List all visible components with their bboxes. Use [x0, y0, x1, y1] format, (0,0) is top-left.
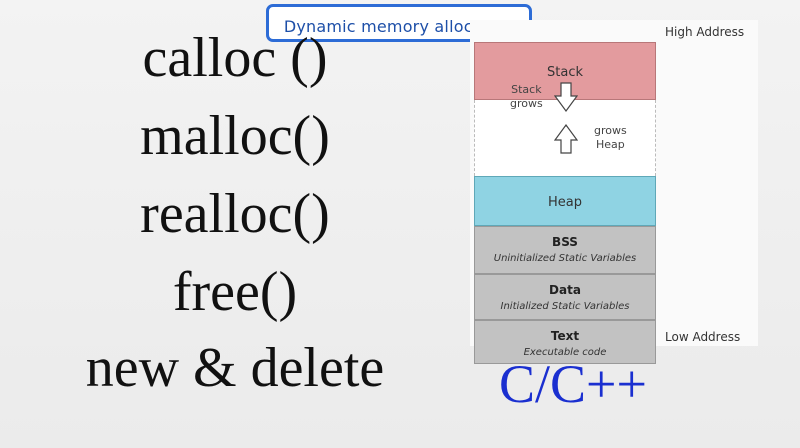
high-address-label: High Address [665, 25, 745, 39]
function-calloc: calloc () [142, 27, 328, 89]
memory-layout-diagram: Stack Stack grows grows Heap Heap BSS Un… [470, 20, 758, 364]
function-free: free() [172, 261, 298, 323]
function-new-delete: new & delete [85, 337, 385, 399]
text-description: Executable code [523, 347, 607, 358]
title-text: Dynamic memory allocation [283, 17, 515, 36]
text-label: Text [550, 329, 580, 343]
stack-grows-label: Stack grows [510, 83, 543, 110]
low-address-label: Low Address [665, 330, 741, 344]
heap-segment: Heap [474, 176, 656, 226]
data-description: Initialized Static Variables [500, 301, 630, 312]
function-realloc: realloc() [140, 183, 330, 245]
arrow-down-icon [554, 82, 578, 112]
stack-label: Stack [547, 65, 583, 80]
data-segment: Data Initialized Static Variables [474, 274, 656, 320]
bss-segment: BSS Uninitialized Static Variables [474, 226, 656, 274]
heap-label: Heap [548, 195, 582, 210]
text-segment: Text Executable code [474, 320, 656, 364]
function-malloc: malloc() [140, 105, 330, 167]
heap-grows-label: grows Heap [594, 124, 627, 151]
bss-label: BSS [552, 235, 578, 249]
language-label: C/C++ [499, 354, 647, 414]
arrow-up-icon [554, 124, 578, 154]
data-label: Data [549, 283, 581, 297]
bss-description: Uninitialized Static Variables [493, 253, 637, 264]
